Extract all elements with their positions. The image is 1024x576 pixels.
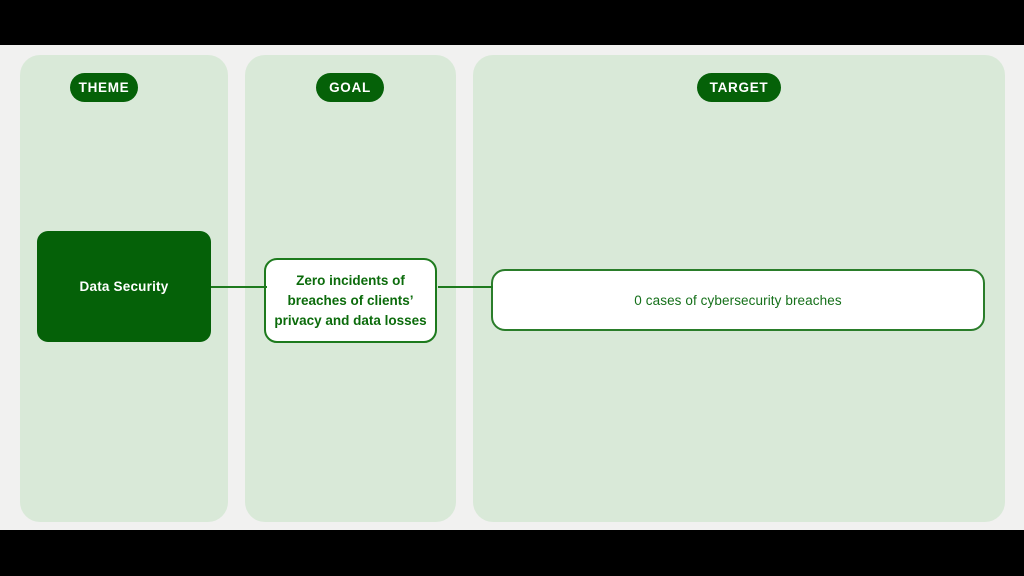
column-header-goal: GOAL (316, 73, 384, 102)
letterbox-bar-top (0, 0, 1024, 45)
column-theme: THEME Data Security (20, 55, 228, 522)
node-goal-zero-incidents[interactable]: Zero incidents of breaches of clients’ p… (264, 258, 437, 343)
column-header-theme: THEME (70, 73, 138, 102)
column-goal: GOAL Zero incidents of breaches of clien… (245, 55, 456, 522)
node-theme-data-security[interactable]: Data Security (37, 231, 211, 342)
connector-goal-to-target (438, 286, 493, 288)
diagram-canvas: THEME Data Security GOAL Zero incidents … (0, 45, 1024, 530)
connector-theme-to-goal (211, 286, 267, 288)
node-target-zero-cases[interactable]: 0 cases of cybersecurity breaches (491, 269, 985, 331)
column-target: TARGET 0 cases of cybersecurity breaches (473, 55, 1005, 522)
column-header-target: TARGET (697, 73, 781, 102)
letterbox-bar-bottom (0, 530, 1024, 576)
